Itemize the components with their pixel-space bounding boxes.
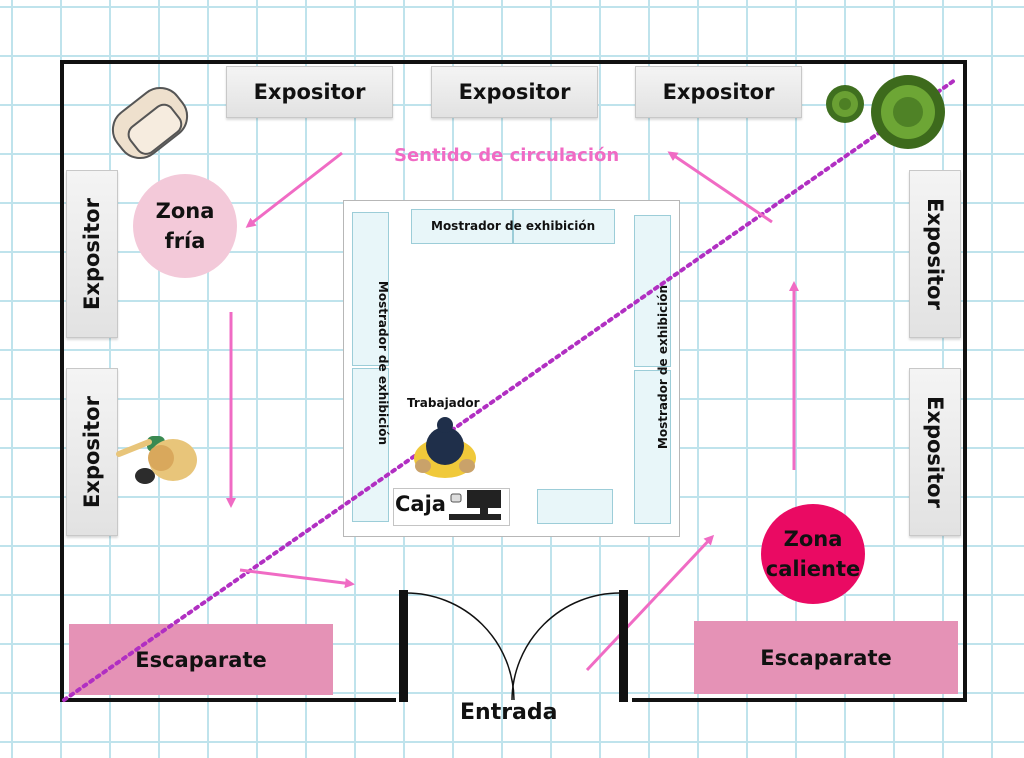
display-label: Expositor <box>662 80 775 104</box>
counter-panel-bottom <box>537 489 613 524</box>
plant-large-icon <box>871 75 945 149</box>
hot-zone-line1: Zona <box>783 526 843 551</box>
display-right-upper: Expositor <box>909 170 961 338</box>
counter-panel-left-lower <box>352 368 389 522</box>
entrance-label: Entrada <box>460 700 558 725</box>
door-left-swing <box>405 592 515 701</box>
display-right-lower: Expositor <box>909 368 961 536</box>
wall-bottom-left <box>60 698 396 702</box>
cash-label: Caja <box>395 492 446 516</box>
door-right-swing <box>511 592 621 701</box>
display-label: Expositor <box>458 80 571 104</box>
entrance-doors <box>399 590 628 702</box>
worker-icon <box>414 417 476 478</box>
customer-icon <box>116 436 197 484</box>
counter-area <box>343 200 680 537</box>
shop-window-left: Escaparate <box>69 624 333 695</box>
shop-window-label: Escaparate <box>135 647 267 672</box>
display-left-lower: Expositor <box>66 368 118 536</box>
door-left-leaf <box>399 590 408 702</box>
display-top-right: Expositor <box>635 66 802 118</box>
arrow-to-cold-zone <box>245 151 343 228</box>
wall-right <box>963 60 967 702</box>
armchair-icon <box>111 86 189 160</box>
arrow-entry <box>585 534 715 672</box>
counter-panel-top-right <box>513 209 615 244</box>
cash-register-icon <box>449 490 501 520</box>
counter-panel-left-upper <box>352 212 389 366</box>
door-right-leaf <box>619 590 628 702</box>
arrow-to-right <box>239 568 355 589</box>
display-top-left: Expositor <box>226 66 393 118</box>
wall-bottom-right <box>632 698 967 702</box>
display-top-center: Expositor <box>431 66 598 118</box>
shop-window-right: Escaparate <box>694 621 958 694</box>
cold-zone-line2: fría <box>164 229 206 253</box>
counter-panel-top-left <box>411 209 513 244</box>
diagonal-dotted-line <box>62 78 957 702</box>
wall-left <box>60 60 64 702</box>
cold-zone: Zona fría <box>133 174 237 278</box>
circulation-label: Sentido de circulación <box>394 145 620 166</box>
cold-zone-line1: Zona <box>155 198 215 223</box>
display-left-upper: Expositor <box>66 170 118 338</box>
counter-label-top: Mostrador de exhibición <box>431 219 596 233</box>
arrow-to-top-right <box>667 151 773 224</box>
wall-top <box>60 60 967 64</box>
plant-small-icon <box>826 85 864 123</box>
counter-panel-right-lower <box>634 370 671 524</box>
worker-label: Trabajador <box>407 396 480 410</box>
hot-zone-line2: caliente <box>765 557 861 581</box>
hot-zone: Zona caliente <box>761 504 865 604</box>
display-label: Expositor <box>253 80 366 104</box>
shop-window-label: Escaparate <box>760 645 892 670</box>
